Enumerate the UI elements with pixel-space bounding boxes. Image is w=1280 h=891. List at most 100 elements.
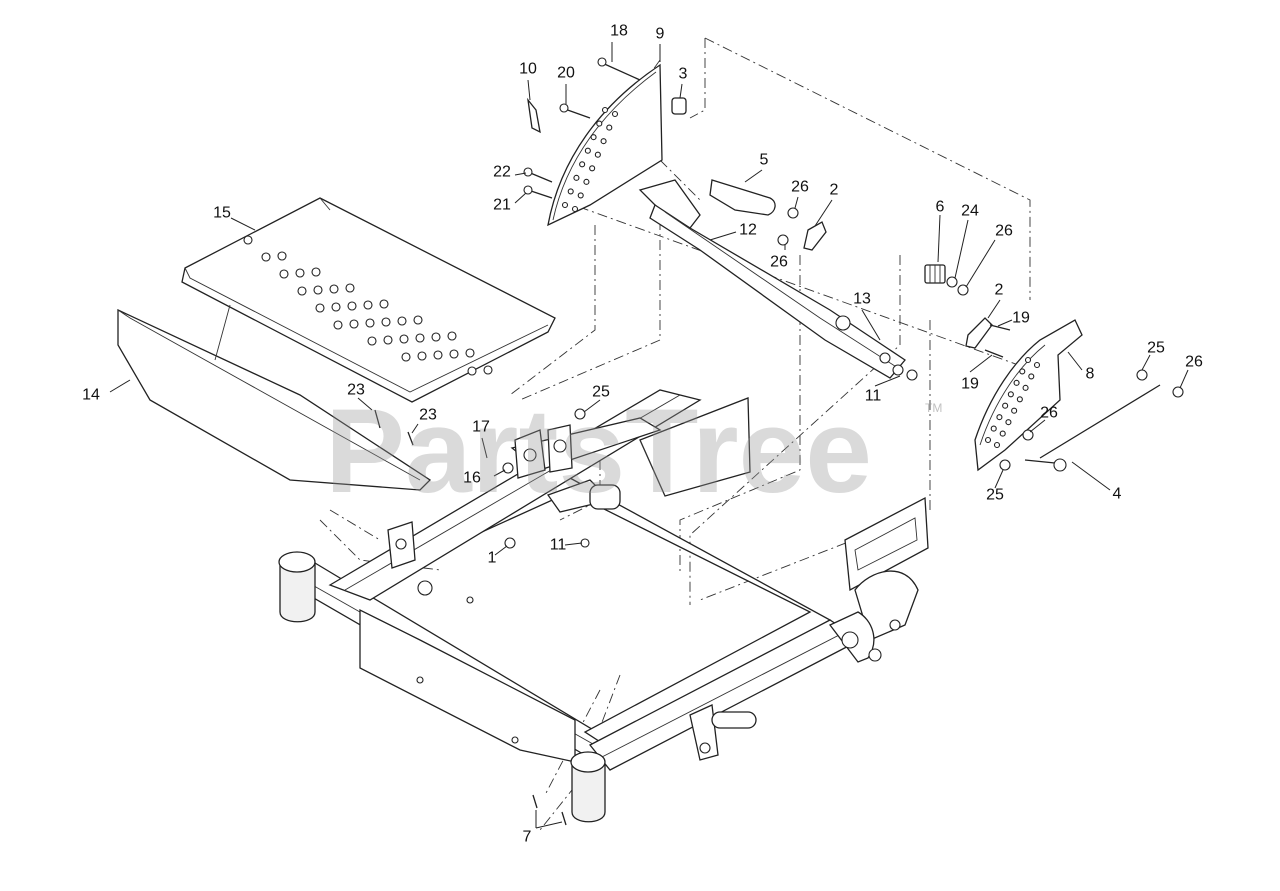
bracket-hole bbox=[1002, 402, 1009, 409]
callout-25: 25 bbox=[1147, 340, 1165, 357]
callout-26: 26 bbox=[770, 254, 788, 271]
plate-hole bbox=[347, 301, 357, 311]
plate-hole bbox=[243, 235, 253, 245]
plate-hole bbox=[399, 334, 409, 344]
callout-19: 19 bbox=[1012, 310, 1030, 327]
bracket-hole bbox=[1028, 373, 1035, 380]
bracket-hole bbox=[590, 134, 597, 141]
bracket-hole bbox=[589, 165, 596, 172]
bracket-hole bbox=[996, 414, 1003, 421]
plate-hole bbox=[431, 332, 441, 342]
callout-8: 8 bbox=[1086, 366, 1095, 383]
plate-hole bbox=[345, 283, 355, 293]
bracket-hole bbox=[1024, 356, 1032, 364]
bracket-hole bbox=[993, 441, 1001, 449]
callout-26: 26 bbox=[1040, 405, 1058, 422]
callout-5: 5 bbox=[760, 152, 769, 169]
bracket-hole bbox=[600, 138, 607, 145]
side-skirt-panel bbox=[117, 304, 432, 491]
plate-hole bbox=[383, 335, 393, 345]
bracket-hole bbox=[601, 106, 609, 114]
plate-hole bbox=[449, 349, 459, 359]
plate-hole bbox=[401, 352, 411, 362]
callout-6: 6 bbox=[936, 199, 945, 216]
callout-labels: 1 2 2 3 4 5 6 7 8 9 10 11 11 12 13 14 15… bbox=[82, 23, 1203, 846]
lever-assembly bbox=[638, 179, 906, 379]
plate-hole bbox=[413, 315, 423, 325]
callout-12: 12 bbox=[739, 222, 757, 239]
callout-19: 19 bbox=[961, 376, 979, 393]
bracket-hole bbox=[606, 124, 613, 131]
watermark-trademark: TM bbox=[925, 401, 942, 415]
plate-hole bbox=[297, 286, 307, 296]
callout-11: 11 bbox=[550, 537, 567, 554]
plate-hole bbox=[367, 336, 377, 346]
bracket-hole bbox=[596, 120, 603, 127]
callout-9: 9 bbox=[656, 26, 665, 43]
callout-26: 26 bbox=[1185, 354, 1203, 371]
plate-hole bbox=[447, 331, 457, 341]
callout-2: 2 bbox=[995, 282, 1004, 299]
bracket-hole bbox=[1019, 368, 1026, 375]
plate-hole bbox=[397, 316, 407, 326]
bracket-hole bbox=[999, 430, 1006, 437]
callout-15: 15 bbox=[213, 205, 231, 222]
callout-4: 4 bbox=[1113, 486, 1122, 503]
callout-23: 23 bbox=[347, 382, 365, 399]
plate-hole bbox=[277, 251, 287, 261]
bracket-hole bbox=[1011, 407, 1018, 414]
callout-16: 16 bbox=[463, 470, 481, 487]
plate-hole bbox=[379, 299, 389, 309]
plate-hole bbox=[417, 351, 427, 361]
bracket-hole bbox=[583, 178, 590, 185]
plate-hole bbox=[433, 350, 443, 360]
plate-hole bbox=[261, 252, 271, 262]
plate-hole bbox=[279, 269, 289, 279]
plate-hole bbox=[483, 365, 493, 375]
callout-14: 14 bbox=[82, 387, 100, 404]
callout-20: 20 bbox=[557, 65, 575, 82]
callout-26: 26 bbox=[995, 223, 1013, 240]
callout-1: 1 bbox=[488, 550, 497, 567]
bracket-hole bbox=[1033, 361, 1041, 369]
plate-hole bbox=[415, 333, 425, 343]
seat-bracket-right bbox=[974, 319, 1083, 472]
plate-hole bbox=[329, 284, 339, 294]
watermark: PartsTree TM bbox=[325, 384, 942, 518]
bracket-hole bbox=[567, 188, 574, 195]
bracket-hole bbox=[579, 161, 586, 168]
plate-hole bbox=[349, 319, 359, 329]
bracket-hole bbox=[1007, 391, 1014, 398]
plate-hole bbox=[315, 303, 325, 313]
bracket-hole bbox=[561, 201, 569, 209]
bracket-hole bbox=[577, 192, 584, 199]
bracket-hole bbox=[1013, 379, 1020, 386]
bracket-hole bbox=[984, 436, 992, 444]
plate-hole bbox=[465, 348, 475, 358]
bracket-hole bbox=[571, 205, 579, 213]
bracket-hole bbox=[584, 147, 591, 154]
callout-21: 21 bbox=[493, 197, 511, 214]
plate-hole bbox=[295, 268, 305, 278]
plate-hole bbox=[363, 300, 373, 310]
bracket-hole bbox=[573, 174, 580, 181]
hardware bbox=[374, 57, 1184, 826]
callout-26: 26 bbox=[791, 179, 809, 196]
bracket-hole bbox=[594, 151, 601, 158]
main-frame bbox=[278, 389, 929, 823]
bracket-hole bbox=[990, 425, 997, 432]
plate-hole bbox=[333, 320, 343, 330]
bracket-hole bbox=[1005, 419, 1012, 426]
seat-bracket-left bbox=[547, 63, 663, 227]
callout-10: 10 bbox=[519, 61, 537, 78]
callout-2: 2 bbox=[830, 182, 839, 199]
callout-25: 25 bbox=[592, 384, 610, 401]
callout-13: 13 bbox=[853, 291, 871, 308]
callout-leaders bbox=[109, 42, 1189, 829]
callout-11: 11 bbox=[865, 388, 882, 405]
plate-hole bbox=[331, 302, 341, 312]
callout-7: 7 bbox=[523, 829, 532, 846]
callout-23: 23 bbox=[419, 407, 437, 424]
